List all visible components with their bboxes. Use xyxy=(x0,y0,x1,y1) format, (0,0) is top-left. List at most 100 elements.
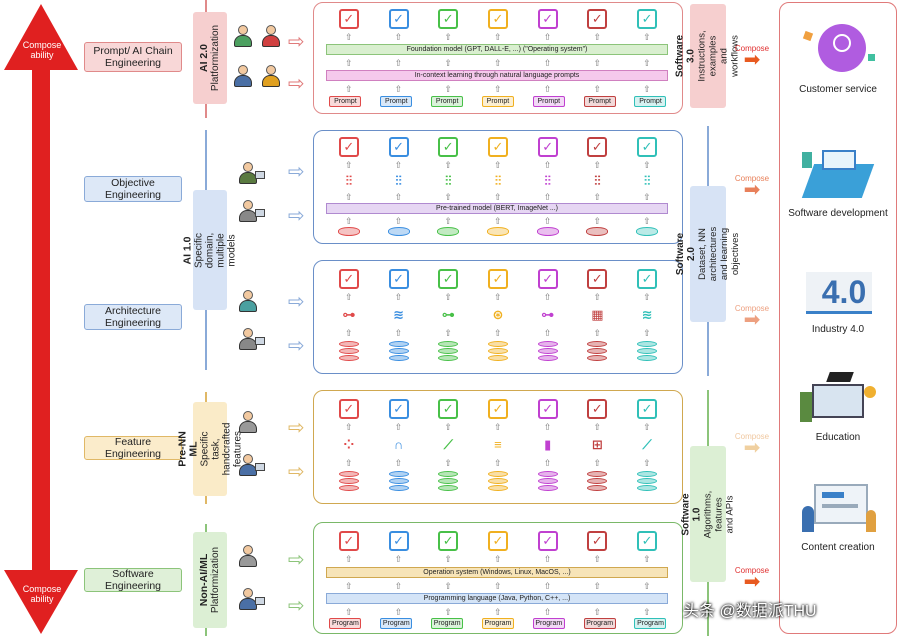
dataset-disk-icon xyxy=(536,227,559,236)
task-check-icon: ✓ xyxy=(388,399,409,419)
in-context-learning-bar: In-context learning through natural lang… xyxy=(326,70,668,81)
up-arrow-icon: ⇧ xyxy=(394,192,403,202)
compose-ability-arrow xyxy=(4,4,78,634)
customer-service-illustration xyxy=(798,22,878,80)
task-check-icon: ✓ xyxy=(438,137,459,157)
task-check-icon: ✓ xyxy=(637,9,658,29)
up-arrow-icon: ⇧ xyxy=(643,84,651,94)
chip-label: Prompt xyxy=(481,96,514,107)
task-check-icon: ✓ xyxy=(537,269,558,289)
task-check-icon: ✓ xyxy=(587,269,608,289)
up-arrow-icon: ⇧ xyxy=(543,292,552,302)
arrow-right-icon: ⇨ xyxy=(288,31,305,53)
software-panel: ✓✓✓✓✓✓✓ ⇧⇧⇧⇧⇧⇧⇧ Operation system (Window… xyxy=(313,522,683,634)
era-prenn-title: Pre-NN ML xyxy=(176,431,199,467)
objective-panel: ✓✓✓✓✓✓✓ ⇧⇧⇧⇧⇧⇧⇧ ⫶⫶⫶⫶⫶⫶⫶⫶⫶⫶⫶⫶⫶⫶ ⇧⇧⇧⇧⇧⇧⇧ P… xyxy=(313,130,683,244)
up-arrow-icon: ⇧ xyxy=(394,554,403,564)
task-check-icon: ✓ xyxy=(537,137,558,157)
task-check-icon: ✓ xyxy=(637,269,658,289)
architecture-panel: ✓✓✓✓✓✓✓ ⇧⇧⇧⇧⇧⇧⇧ ⊶≋⊶⊛⊶▦≋ ⇧⇧⇧⇧⇧⇧⇧ xyxy=(313,260,683,374)
task-check-icon: ✓ xyxy=(487,269,508,289)
objective-slider-icon: ⫶⫶ xyxy=(594,173,601,188)
era-ai2-sub: Platformization xyxy=(210,24,222,92)
up-arrow-icon: ⇧ xyxy=(543,458,552,468)
up-arrow-icon: ⇧ xyxy=(394,292,403,302)
up-arrow-icon: ⇧ xyxy=(444,216,453,226)
task-check-icon: ✓ xyxy=(637,399,658,419)
app-content-creation: Content creation xyxy=(784,480,892,554)
task-check-icon: ✓ xyxy=(587,399,608,419)
app-label: Customer service xyxy=(799,84,877,95)
task-check-icon: ✓ xyxy=(388,137,409,157)
objective-slider-icon: ⫶⫶ xyxy=(395,173,402,188)
task-row: ✓✓✓✓✓✓✓ xyxy=(314,137,682,157)
objective-tool-row: ⫶⫶⫶⫶⫶⫶⫶⫶⫶⫶⫶⫶⫶⫶ xyxy=(314,171,682,191)
up-arrow-icon: ⇧ xyxy=(643,160,651,170)
up-arrow-icon: ⇧ xyxy=(643,422,651,432)
up-arrow-icon: ⇧ xyxy=(593,160,602,170)
objective-people-group xyxy=(230,154,266,230)
feature-engineering-label: Feature Engineering xyxy=(84,436,182,460)
up-arrow-icon: ⇧ xyxy=(345,160,353,170)
compose-label: Compose xyxy=(734,566,770,575)
developer-icon xyxy=(236,410,260,434)
developer-icon xyxy=(236,199,265,223)
chip-label: Program xyxy=(583,618,616,629)
up-arrow-icon: ⇧ xyxy=(593,422,602,432)
up-arrow-icon: ⇧ xyxy=(494,328,502,338)
arrow-right-icon: ⇨ xyxy=(288,417,305,439)
nn-architecture-icon: ⊶ xyxy=(541,307,555,322)
up-arrow-icon: ⇧ xyxy=(643,58,651,68)
task-check-icon: ✓ xyxy=(587,137,608,157)
up-arrow-icon: ⇧ xyxy=(593,607,602,617)
software2-sub: Dataset, NN architectures and learning o… xyxy=(697,226,741,282)
up-arrow-icon: ⇧ xyxy=(593,216,602,226)
prompt-engineering-label: Prompt/ AI Chain Engineering xyxy=(84,42,182,72)
chip-label: Prompt xyxy=(583,96,616,107)
software-people-group xyxy=(230,534,266,620)
chip-label: Prompt xyxy=(380,96,413,107)
app-education: Education xyxy=(784,370,892,444)
developer-icon xyxy=(236,587,265,611)
industry-illustration: 4.0 xyxy=(798,262,878,320)
software1-sub: Algorithms, features and APIs xyxy=(702,490,736,538)
nn-architecture-icon: ⊛ xyxy=(492,307,504,322)
up-arrow-icon: ⇧ xyxy=(543,216,552,226)
up-arrow-icon: ⇧ xyxy=(494,554,502,564)
database-icon xyxy=(587,341,608,361)
architecture-people-group xyxy=(230,282,266,358)
up-arrow-icon: ⇧ xyxy=(543,422,552,432)
objective-slider-icon: ⫶⫶ xyxy=(494,173,502,188)
compose-arrow-3: Compose➡ xyxy=(734,304,770,331)
up-arrow-icon: ⇧ xyxy=(643,581,651,591)
up-arrow-icon: ⇧ xyxy=(593,32,602,42)
era-ai1-title: AI 1.0 xyxy=(181,235,194,265)
database-icon xyxy=(587,471,608,491)
task-row: ✓✓✓✓✓✓✓ xyxy=(314,9,682,29)
task-check-icon: ✓ xyxy=(537,531,558,551)
database-icon xyxy=(388,341,409,361)
dataset-disk-icon xyxy=(636,227,659,236)
chip-label: Prompt xyxy=(634,96,667,107)
compose-label: Compose xyxy=(734,44,770,53)
up-arrow-icon: ⇧ xyxy=(494,84,502,94)
task-check-icon: ✓ xyxy=(587,531,608,551)
up-arrow-icon: ⇧ xyxy=(444,58,453,68)
app-label: Education xyxy=(815,432,861,443)
up-arrow-icon: ⇧ xyxy=(345,192,353,202)
up-arrow-icon: ⇧ xyxy=(593,84,602,94)
app-label: Industry 4.0 xyxy=(811,324,865,335)
database-icon xyxy=(388,471,409,491)
software3-title: Software 3.0 xyxy=(675,34,697,78)
up-arrow-icon: ⇧ xyxy=(394,84,403,94)
arrow-right-icon: ⇨ xyxy=(288,291,305,313)
developer-icon xyxy=(236,289,260,313)
up-arrow-icon: ⇧ xyxy=(593,581,602,591)
task-check-icon: ✓ xyxy=(438,531,459,551)
up-arrow-icon: ⇧ xyxy=(494,58,502,68)
task-check-icon: ✓ xyxy=(487,399,508,419)
